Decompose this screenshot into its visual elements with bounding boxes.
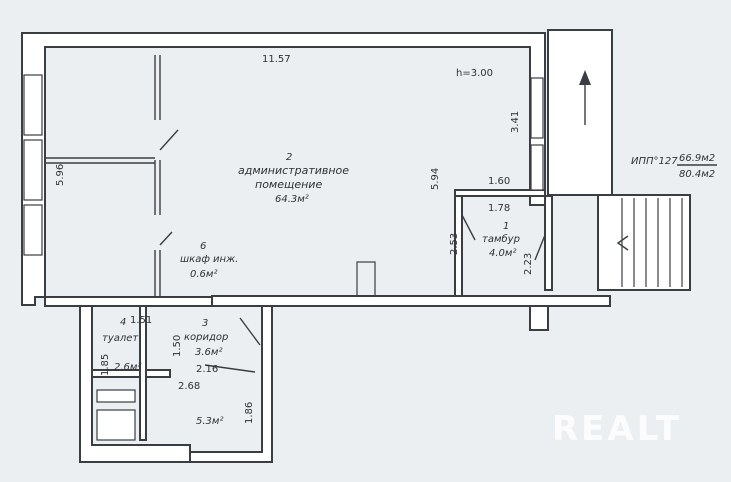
vestibule-right-wall: [544, 195, 553, 291]
door-swing-2: [159, 231, 173, 246]
room-2-name-1: административное: [238, 164, 349, 177]
watermark-logo: REALT: [552, 409, 682, 449]
room-6-number: 6: [200, 241, 206, 252]
dim-vestibule-width: 1.78: [488, 203, 510, 214]
dim-height: h=3.00: [456, 68, 493, 79]
summary-label: ИПП°127: [631, 156, 678, 167]
room-1-name: тамбур: [482, 233, 520, 245]
arrow-up-icon: [579, 70, 591, 85]
door-vest-left: [461, 214, 476, 241]
dim-vestibule-width-top: 1.60: [488, 176, 510, 187]
dim-corridor-segment: 2.16: [196, 364, 218, 375]
room-4-number: 4: [120, 317, 126, 328]
vestibule-left-wall: [454, 195, 463, 297]
window-3: [23, 204, 43, 256]
room-2-area: 64.3м²: [275, 194, 309, 205]
annex-outline: [547, 29, 613, 196]
room-1-number: 1: [503, 221, 509, 232]
room-lower-area: 5.3м²: [196, 416, 223, 427]
room-4-name: туалет: [102, 333, 139, 344]
pillar: [529, 305, 549, 331]
door-vest-right: [534, 234, 546, 261]
room-6-name: шкаф инж.: [180, 254, 238, 265]
stair-steps: [621, 198, 683, 287]
window-5: [530, 144, 544, 191]
room-3-area: 3.6м²: [195, 347, 222, 358]
corridor-line: [204, 364, 256, 373]
dim-vestibule-left: 2.53: [449, 233, 460, 255]
dim-lower-height: 1.86: [244, 402, 255, 424]
corridor-left-wall: [139, 305, 147, 441]
dim-left-height: 5.96: [55, 164, 66, 186]
door-swing-1: [159, 129, 179, 151]
room-2-number: 2: [286, 152, 292, 163]
dim-vestibule-right: 2.23: [523, 253, 534, 275]
room-2-name-2: помещение: [255, 178, 322, 191]
room-1-area: 4.0м²: [489, 248, 516, 259]
block-2: [96, 409, 136, 441]
niche: [356, 261, 376, 297]
dim-lower-width: 2.68: [178, 381, 200, 392]
room-4-area: 2.6м²: [114, 362, 141, 373]
dim-right-main: 5.94: [430, 168, 441, 190]
lower-outer-wall: [79, 305, 191, 463]
dim-top-width: 11.57: [262, 54, 291, 65]
lower-right-wall: [189, 305, 273, 463]
wall-bottom-right: [211, 295, 611, 307]
door-engineering: [239, 317, 261, 346]
stairs-block: [597, 194, 691, 291]
room-6-area: 0.6м²: [190, 269, 217, 280]
block-1: [96, 389, 136, 403]
dim-right-upper: 3.41: [510, 111, 521, 133]
window-2: [23, 139, 43, 201]
window-1: [23, 74, 43, 136]
room-3-number: 3: [202, 318, 208, 329]
dim-toilet-width: 1.51: [130, 315, 152, 326]
vestibule-top-wall: [454, 189, 546, 197]
stair-arrow-icon: [616, 235, 629, 251]
outer-wall-left-top: [21, 32, 546, 306]
dim-corridor-width: 1.50: [172, 335, 183, 357]
summary-area-1: 66.9м2: [679, 153, 715, 164]
window-4: [530, 77, 544, 139]
summary-area-2: 80.4м2: [679, 169, 715, 180]
dim-toilet-height: 1.85: [100, 354, 111, 376]
room-3-name: коридор: [184, 332, 228, 343]
